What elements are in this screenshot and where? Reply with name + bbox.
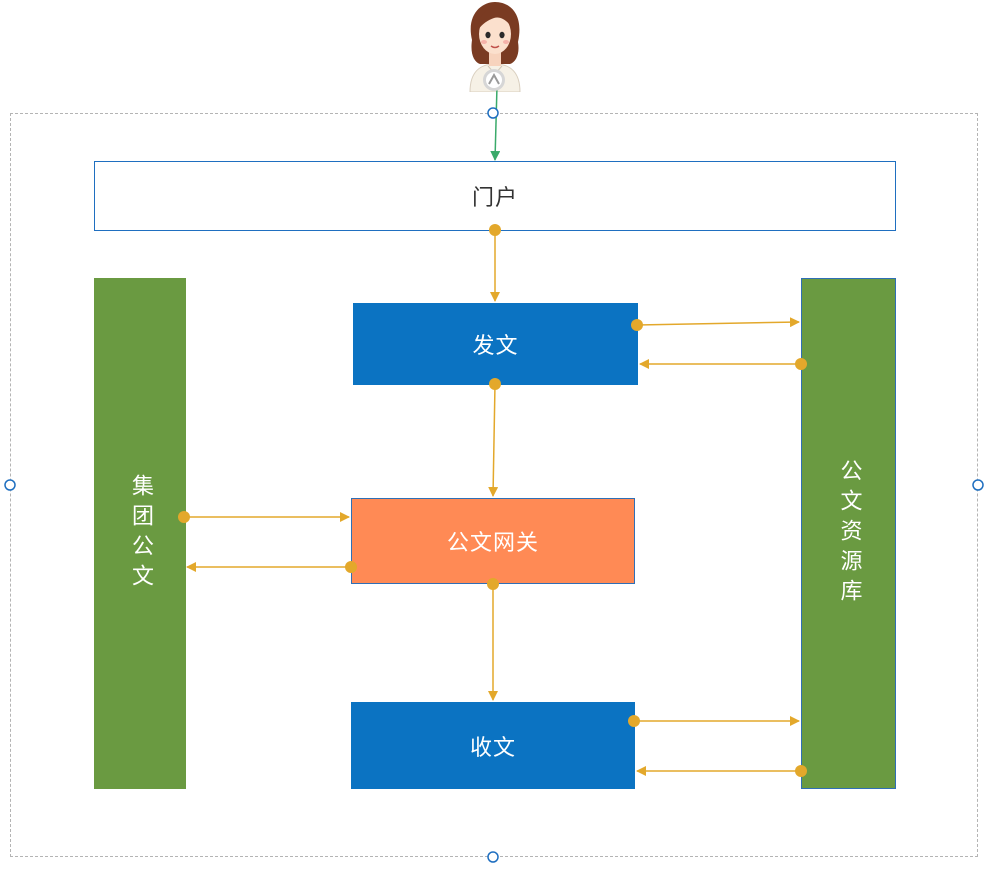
selection-handle-left[interactable] [4,479,16,491]
selection-handle-right[interactable] [972,479,984,491]
group-docs-label: 集团公文 [128,473,153,594]
portal-label: 门户 [471,186,518,211]
gateway-to-shouwen-connector[interactable] [487,578,499,701]
group-docs-box[interactable]: 集团公文 [94,278,186,789]
shouwen-label: 收文 [469,735,516,761]
repository-to-fawen-connector[interactable] [639,358,807,370]
shouwen-box[interactable]: 收文 [351,702,635,789]
selection-handle-top[interactable] [487,107,499,119]
fawen-label: 发文 [472,334,519,359]
fawen-to-gateway-connector[interactable] [488,378,501,497]
doc-repository-box[interactable]: 公文资源库 [801,278,896,789]
gateway-box[interactable]: 公文网关 [351,498,635,584]
portal-to-fawen-connector[interactable] [489,224,501,302]
avatar-connection-point-icon[interactable] [483,69,505,91]
repository-to-shouwen-connector[interactable] [636,765,807,777]
selection-handle-bottom[interactable] [487,851,499,863]
doc-repository-label: 公文资源库 [836,458,862,609]
user-to-portal-connector[interactable] [490,85,501,161]
gateway-to-group-connector[interactable] [186,561,357,573]
fawen-to-repository-connector[interactable] [631,317,800,331]
gateway-label: 公文网关 [446,531,539,556]
shouwen-to-repository-connector[interactable] [628,715,800,727]
group-to-gateway-connector[interactable] [178,511,350,523]
portal-box[interactable]: 门户 [94,161,896,231]
fawen-box[interactable]: 发文 [353,303,638,385]
